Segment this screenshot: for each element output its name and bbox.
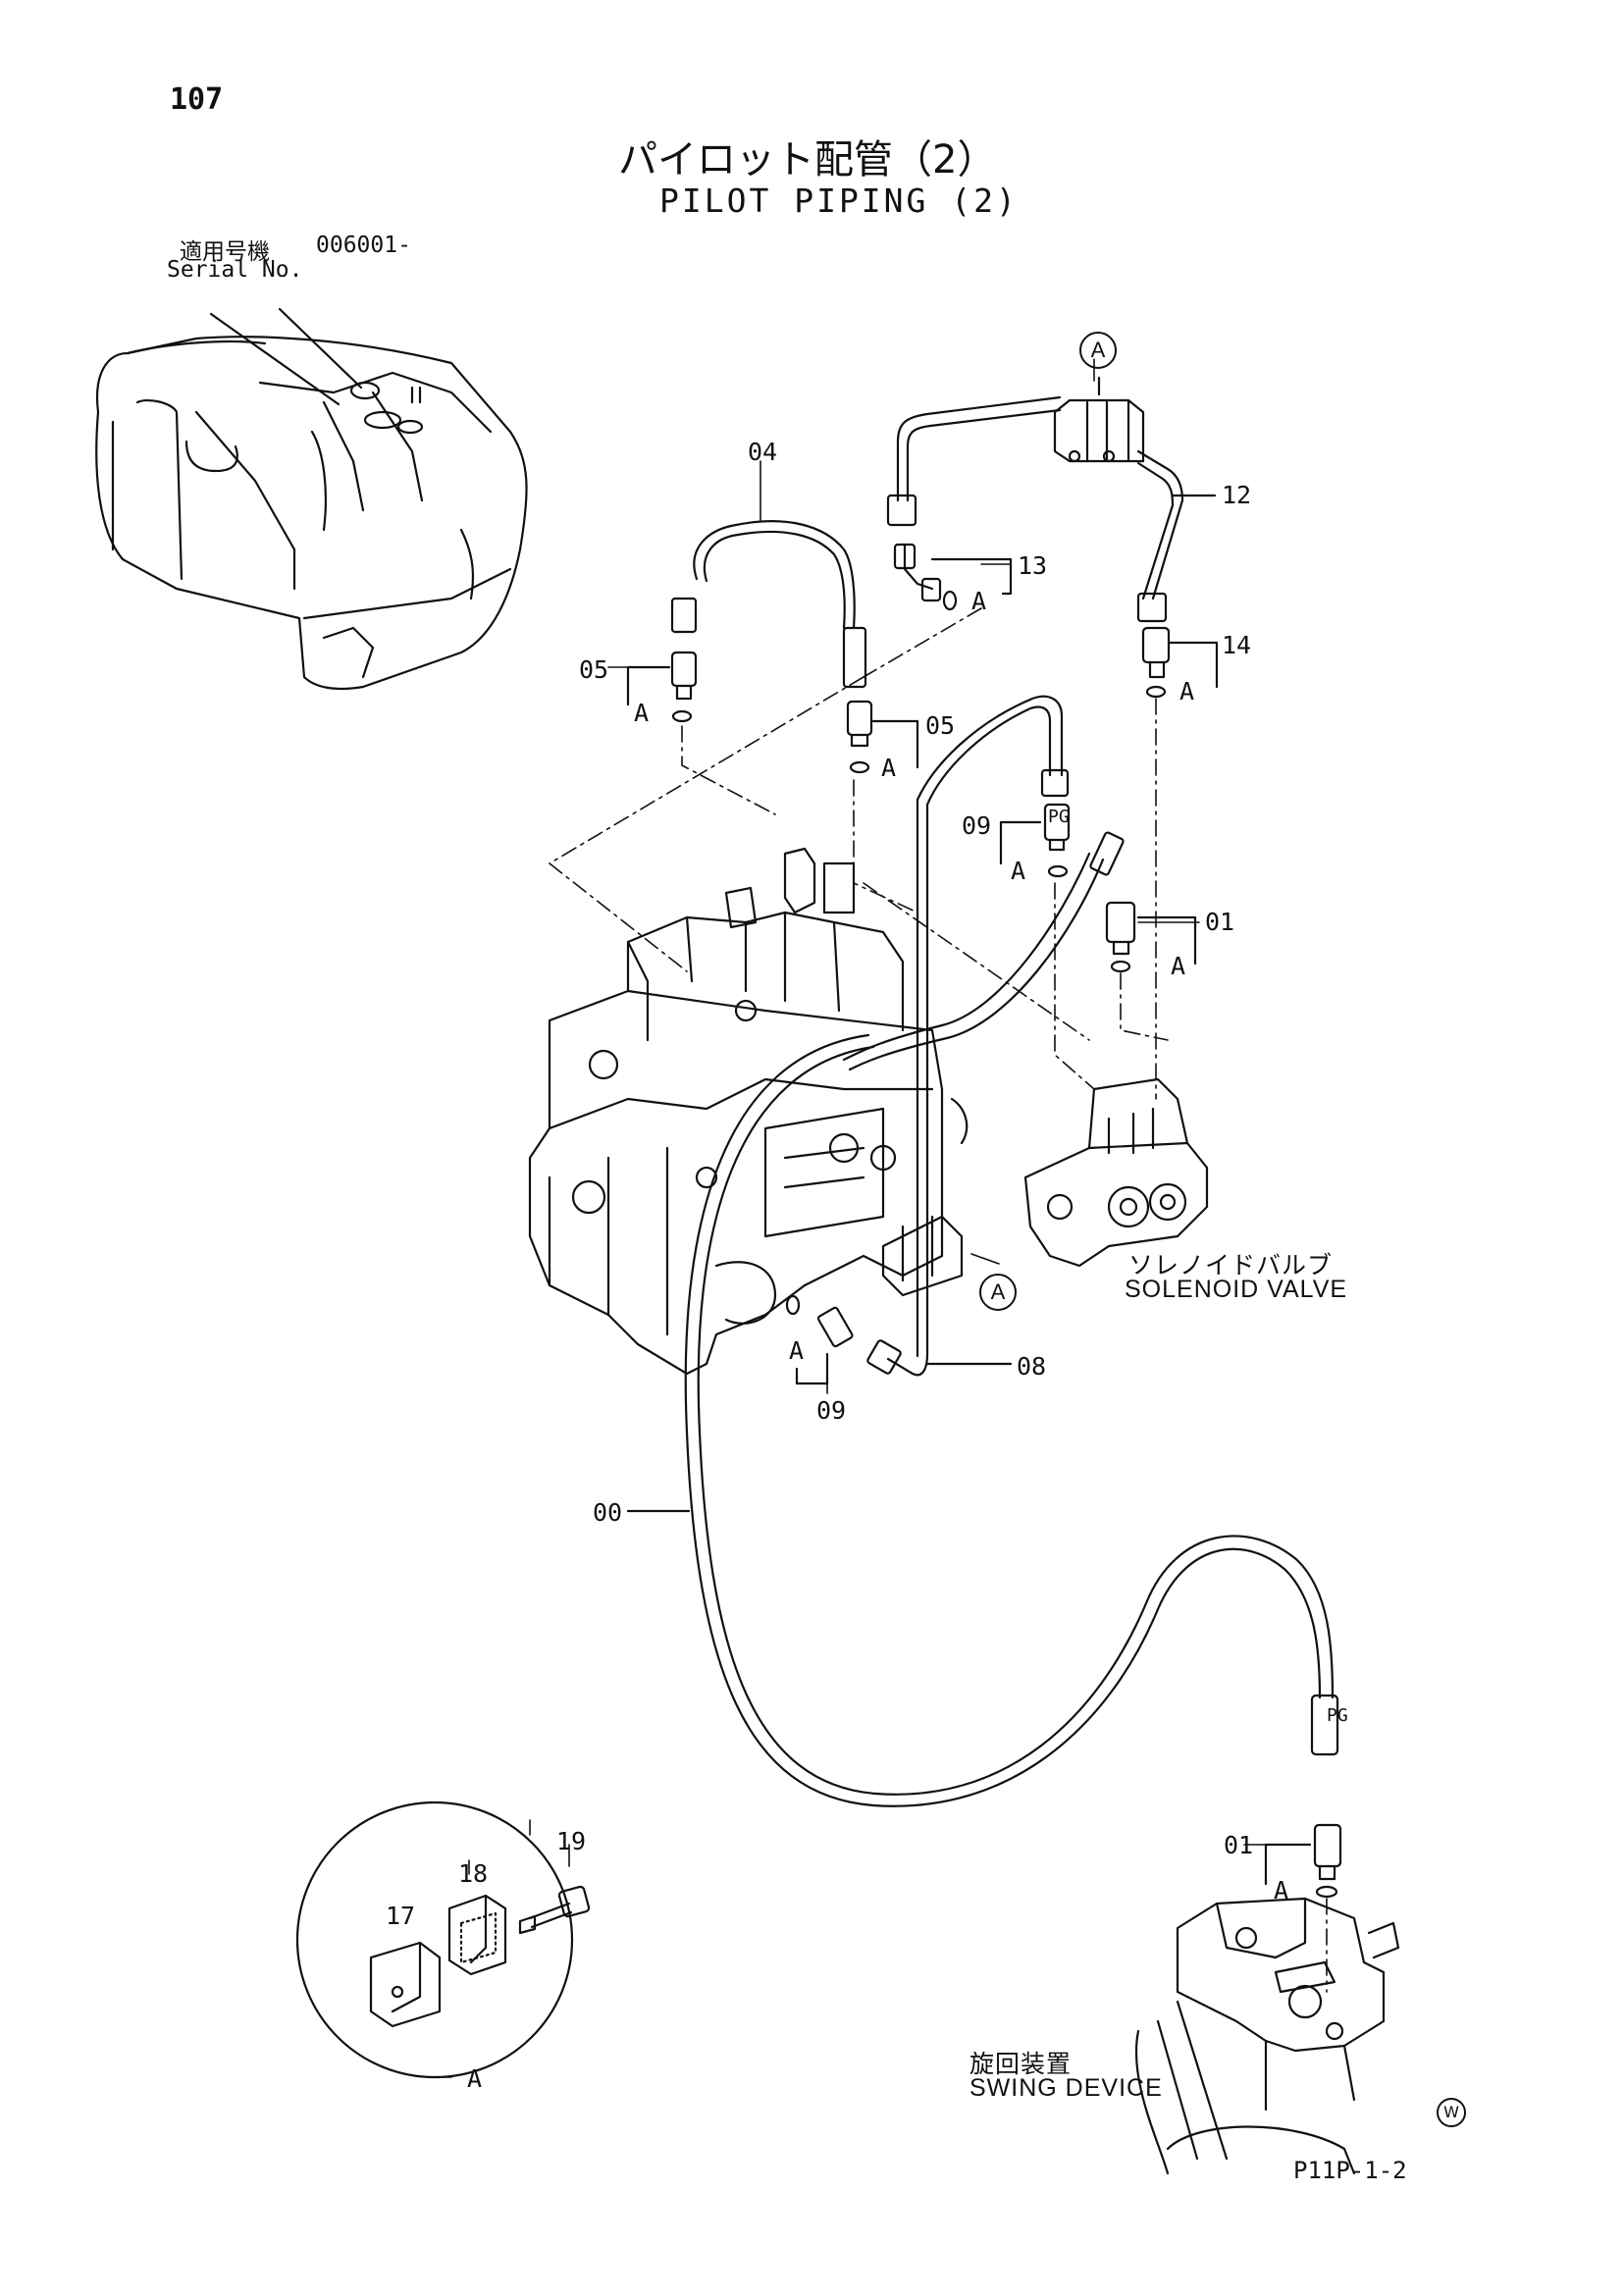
- part-label-05-mid: 05: [925, 711, 956, 740]
- part-label-12: 12: [1222, 481, 1252, 509]
- ref-circle-a-top: A: [1079, 332, 1117, 369]
- part-label-01-upper: 01: [1205, 908, 1235, 936]
- part-label-14: 14: [1222, 631, 1252, 659]
- ref-a-09-upper: A: [1011, 857, 1026, 885]
- part-label-04: 04: [748, 438, 778, 466]
- hose-04: [670, 520, 867, 689]
- label-pg-bottom: PG: [1327, 1705, 1348, 1726]
- caption-swing-en: SWING DEVICE: [969, 2074, 1163, 2102]
- part-label-13: 13: [1018, 551, 1048, 580]
- control-valve: [528, 847, 969, 1376]
- pipe-08: [866, 695, 1070, 1377]
- part-label-09-lower: 09: [816, 1396, 847, 1425]
- clamp-detail-circle: [295, 1800, 591, 2079]
- caption-solenoid-jp: ソレノイドバルブ: [1128, 1252, 1334, 1279]
- label-pg-top: PG: [1048, 807, 1070, 827]
- ref-circle-a-mid: A: [979, 1274, 1017, 1311]
- fittings: [626, 543, 1342, 1899]
- ref-a-01-upper: A: [1171, 952, 1186, 980]
- part-label-18: 18: [458, 1859, 489, 1888]
- ref-a-09-lower: A: [789, 1336, 805, 1365]
- w-circle-mark: W: [1437, 2098, 1466, 2127]
- part-label-00: 00: [593, 1498, 623, 1527]
- title-japanese: パイロット配管（2）: [618, 137, 997, 183]
- leader-lines: [434, 358, 1267, 2078]
- ref-a-01-lower: A: [1274, 1876, 1289, 1905]
- excavator-locator-sketch: [95, 307, 528, 691]
- part-label-01-lower: 01: [1224, 1831, 1254, 1859]
- ref-a-13: A: [971, 587, 987, 615]
- part-label-19: 19: [556, 1827, 587, 1855]
- ref-a-05-mid: A: [881, 754, 897, 782]
- hose-00: [626, 1033, 1339, 1807]
- caption-swing-jp: 旋回装置: [969, 2051, 1073, 2078]
- part-label-08: 08: [1017, 1352, 1047, 1381]
- ref-a-05-left: A: [634, 699, 650, 727]
- caption-solenoid-en: SOLENOID VALVE: [1125, 1276, 1348, 1303]
- serial-number: 006001-: [316, 233, 411, 258]
- ref-a-14: A: [1179, 677, 1195, 705]
- title-english: PILOT PIPING (2): [659, 182, 1019, 220]
- ref-a-detail: A: [467, 2064, 483, 2093]
- drawing-code: P11P-1-2: [1293, 2157, 1407, 2184]
- part-label-17: 17: [386, 1902, 416, 1930]
- serial-label-japanese: 適用号機: [180, 239, 270, 265]
- page-number: 107: [170, 82, 224, 117]
- part-label-09-upper: 09: [962, 811, 992, 840]
- part-label-05-left: 05: [579, 655, 609, 684]
- swing-device-drawing: [1134, 1897, 1400, 2175]
- pipe-12: [886, 395, 1184, 623]
- assembly-lines: [549, 607, 1328, 1993]
- serial-label-english: Serial No.: [167, 257, 303, 283]
- solenoid-valve-drawing: [1023, 1077, 1209, 1268]
